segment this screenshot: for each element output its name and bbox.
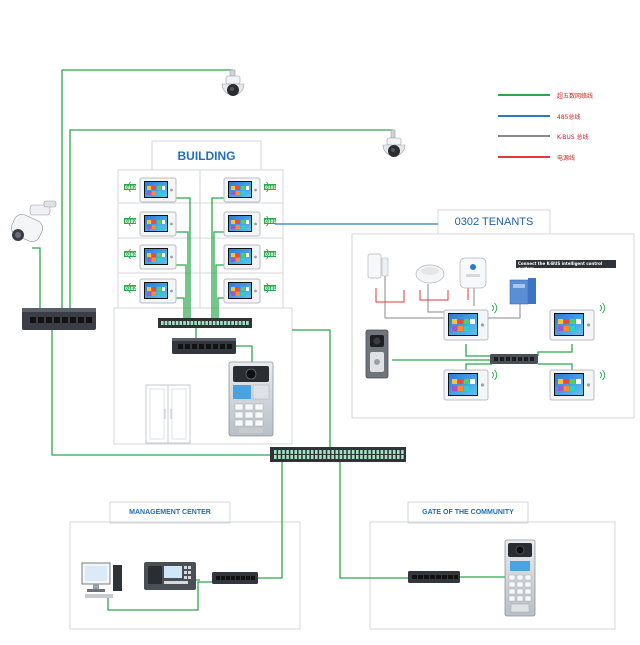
management-frame (69, 521, 301, 630)
indoor-monitor (223, 244, 261, 270)
kbus-module (509, 278, 536, 305)
legend-label: 超五数网络线 (557, 93, 594, 100)
gate-title-box (407, 501, 529, 524)
management-console (144, 562, 196, 590)
ptz-dome-camera-top (221, 69, 245, 96)
bullet-camera (11, 200, 57, 243)
floor-tag: 0302 (125, 218, 137, 224)
tenant-monitor (443, 309, 489, 341)
management-switch (212, 572, 258, 584)
floor-tag: 0301 (265, 218, 277, 224)
unit-switch (172, 338, 236, 354)
legend-label: 485总线 (557, 114, 581, 121)
tenant-monitor (443, 369, 489, 401)
tenant-monitor (549, 309, 595, 341)
left-network-switch (22, 308, 96, 330)
smoke-detector (415, 264, 445, 284)
tenant-monitor (549, 369, 595, 401)
floor-tag: 0202 (125, 251, 137, 257)
indoor-monitor (139, 244, 177, 270)
kbus-banner-text: Connect the K-BUS intelligent control sy… (518, 261, 603, 271)
building-lobby-frame (113, 307, 293, 445)
network-cables (32, 69, 573, 611)
core-network-switch (270, 447, 406, 462)
tenants-title-box (437, 209, 551, 235)
floor-tag: 0401 (265, 184, 277, 190)
indoor-monitor (223, 177, 261, 203)
power-lines (375, 284, 469, 303)
building-door-station (228, 361, 274, 437)
management-title-box (109, 501, 231, 524)
ptz-dome-camera-right (382, 129, 406, 157)
floor-tag: 0201 (265, 251, 277, 257)
building-entrance-door (145, 384, 191, 444)
kbus-banner (516, 260, 616, 268)
villa-door-camera (365, 329, 389, 379)
building-floor-switch (158, 318, 252, 328)
floor-tags (124, 184, 276, 291)
indoor-monitor (139, 211, 177, 237)
gate-door-station (504, 539, 536, 617)
building-title: BUILDING (177, 149, 236, 163)
legend (498, 94, 550, 158)
management-title: MANAGEMENT CENTER (129, 509, 211, 516)
tenants-title: 0302 TENANTS (454, 216, 534, 228)
kbus-lines (384, 272, 521, 319)
indoor-monitor (223, 211, 261, 237)
floor-tag: 0102 (125, 285, 137, 291)
gate-title: GATE OF THE COMMUNITY (422, 509, 514, 516)
legend-label: K-BUS 总线 (557, 134, 589, 141)
door-sensor (367, 253, 389, 279)
gas-detector (459, 257, 487, 289)
tenant-switch (490, 354, 538, 364)
floor-tag: 0101 (265, 285, 277, 291)
legend-label: 电源线 (557, 155, 576, 162)
pc-workstation (81, 562, 122, 598)
indoor-monitor (139, 177, 177, 203)
indoor-monitor (223, 278, 261, 304)
floor-tag: 0402 (125, 184, 137, 190)
gate-frame (369, 521, 616, 630)
building-title-box (151, 140, 262, 171)
gate-switch (408, 571, 460, 583)
tenants-frame (351, 233, 635, 419)
indoor-monitor (139, 278, 177, 304)
